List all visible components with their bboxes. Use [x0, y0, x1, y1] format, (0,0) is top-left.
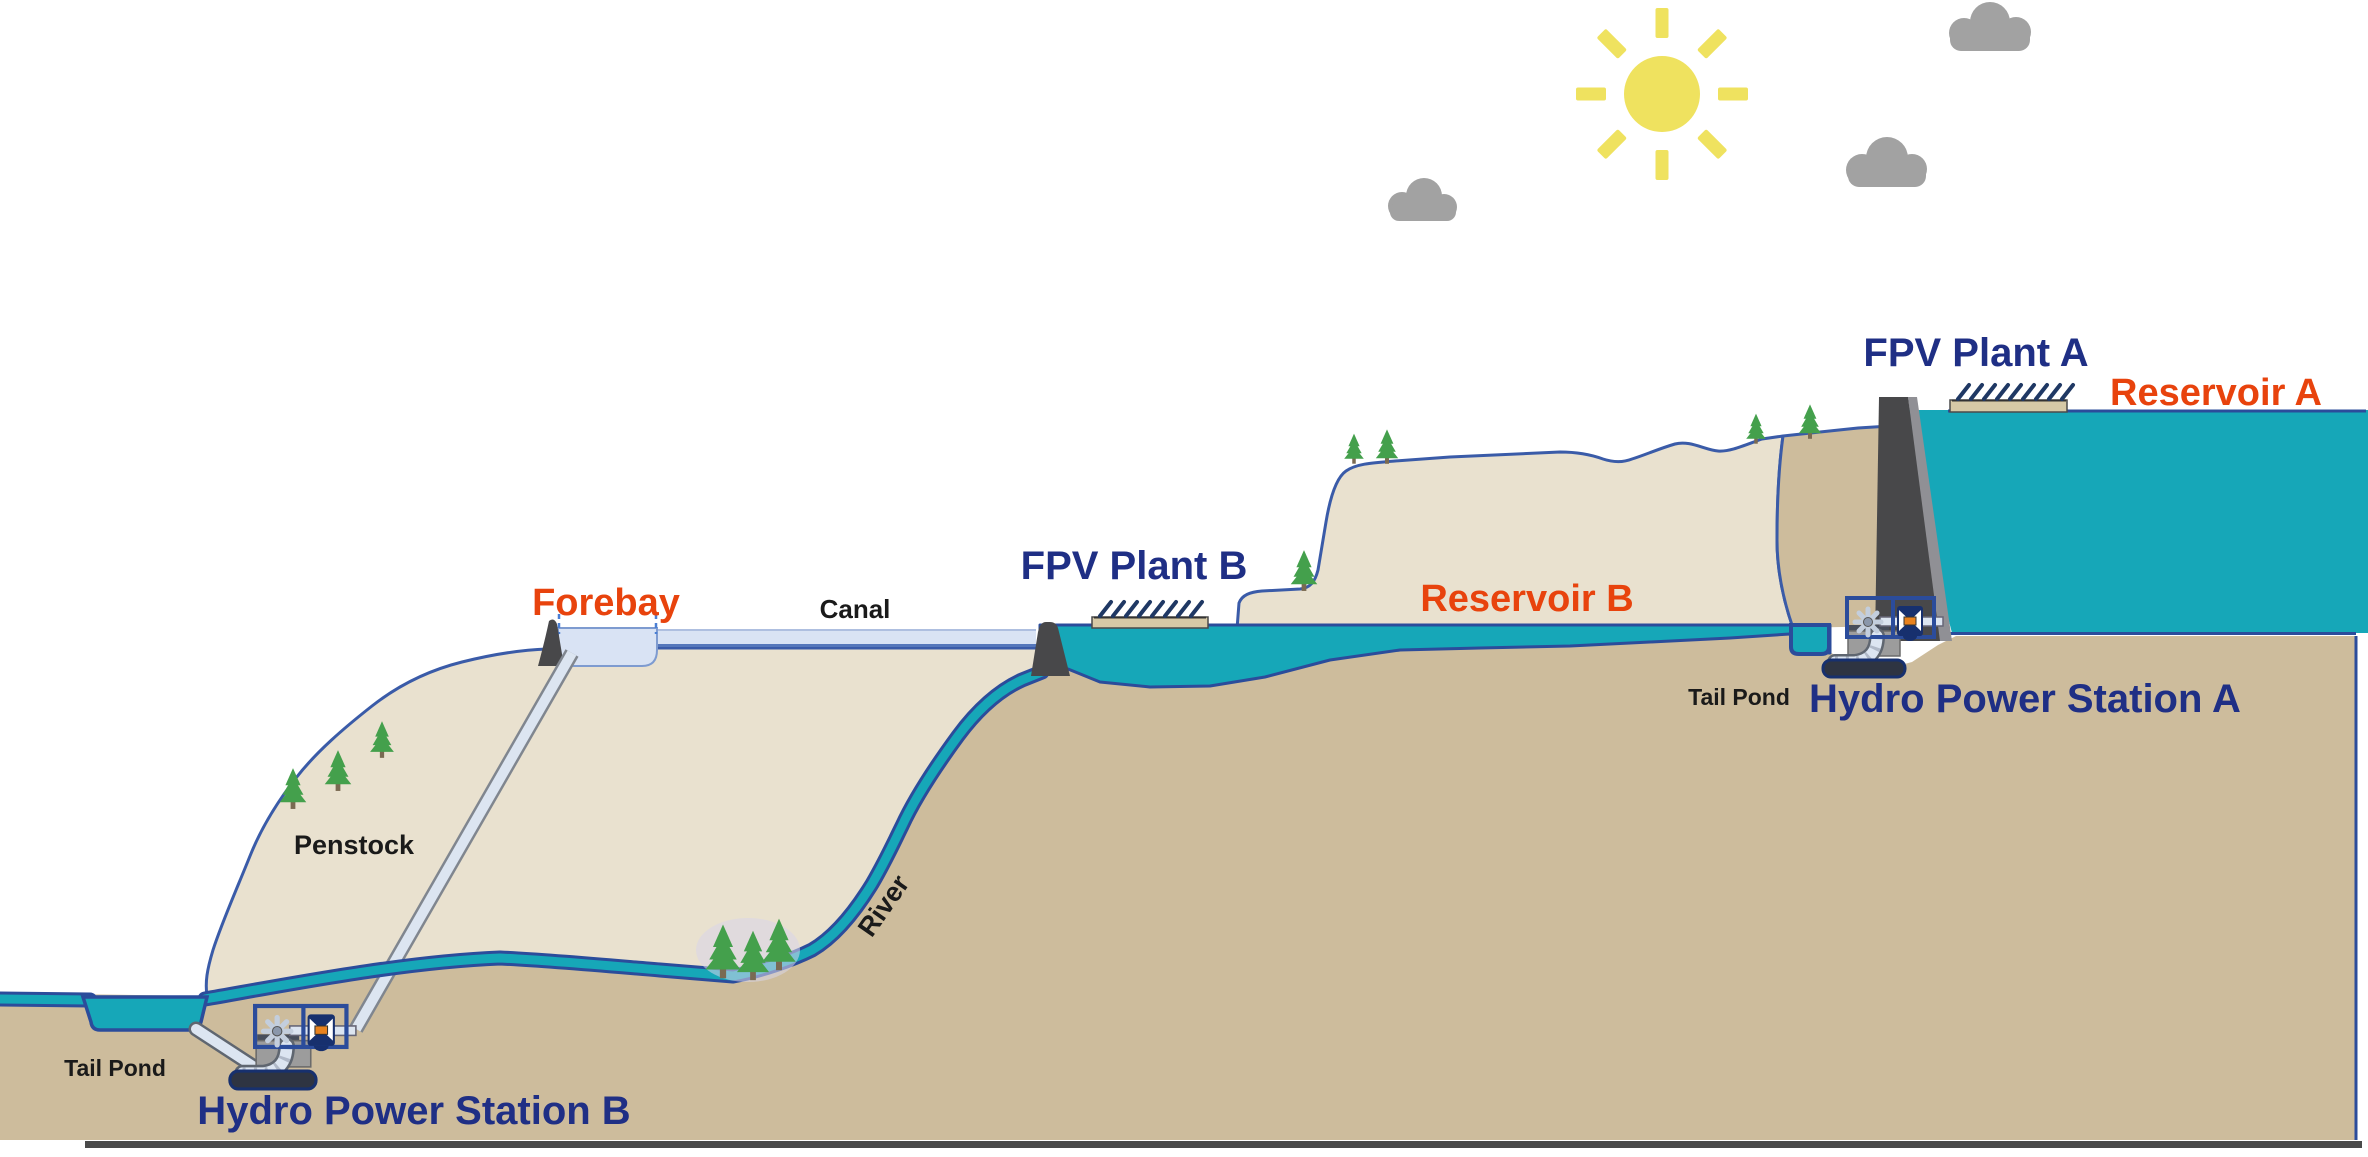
label-fpv-plant-b: FPV Plant B	[1020, 544, 1248, 588]
forebay-dashed-walls	[557, 614, 658, 634]
tail-pond-b-water	[80, 995, 210, 1032]
dam-abutment	[1777, 426, 1895, 628]
pine-tree-icon	[1375, 429, 1399, 464]
label-tail-pond-a: Tail Pond	[1688, 684, 1790, 710]
river-stream	[0, 664, 1050, 1008]
canal-water	[558, 630, 1036, 647]
label-tail-pond-b: Tail Pond	[64, 1055, 166, 1081]
sun-icon	[1576, 8, 1748, 180]
cloud-icon	[1388, 178, 1457, 221]
ground	[0, 634, 2356, 1140]
tail-pond-a-water	[1789, 623, 1831, 656]
label-hydro-station-a: Hydro Power Station A	[1809, 677, 2241, 721]
pine-tree-icon	[1344, 433, 1364, 464]
dam-a-icon	[1875, 397, 1952, 641]
solar-panel-icon	[1091, 600, 1209, 629]
label-canal: Canal	[819, 594, 891, 624]
label-forebay: Forebay	[532, 582, 680, 624]
cloud-icon	[1846, 137, 1927, 187]
label-fpv-plant-a: FPV Plant A	[1863, 331, 2089, 375]
label-hydro-station-b: Hydro Power Station B	[197, 1089, 631, 1133]
dam-b-icon	[1031, 622, 1070, 676]
label-reservoir-a: Reservoir A	[2110, 372, 2322, 414]
baseline	[85, 1141, 2362, 1148]
label-penstock: Penstock	[293, 830, 415, 860]
reservoir-a-water	[1902, 410, 2368, 633]
cloud-icon	[1949, 2, 2031, 51]
forebay-weir	[538, 619, 564, 666]
solar-panel-icon	[1949, 383, 2075, 413]
label-reservoir-b: Reservoir B	[1420, 578, 1634, 620]
